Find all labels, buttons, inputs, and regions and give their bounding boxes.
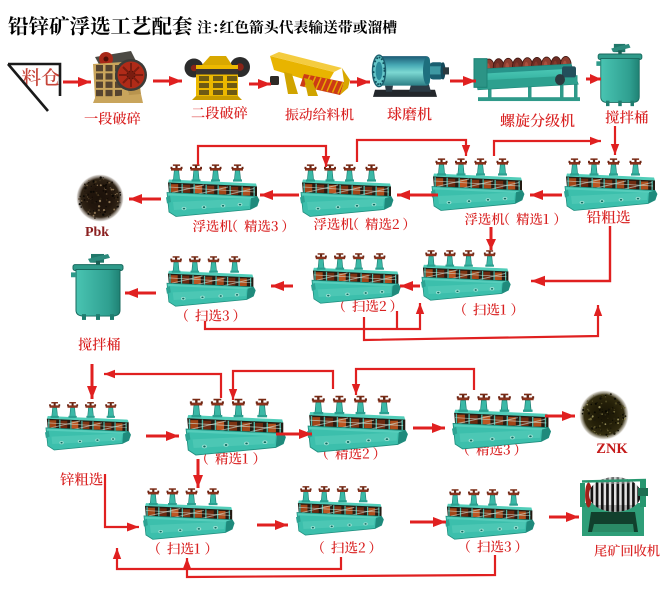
svg-text:ZNK: ZNK: [596, 441, 628, 457]
svg-text:Pbk: Pbk: [85, 225, 109, 240]
